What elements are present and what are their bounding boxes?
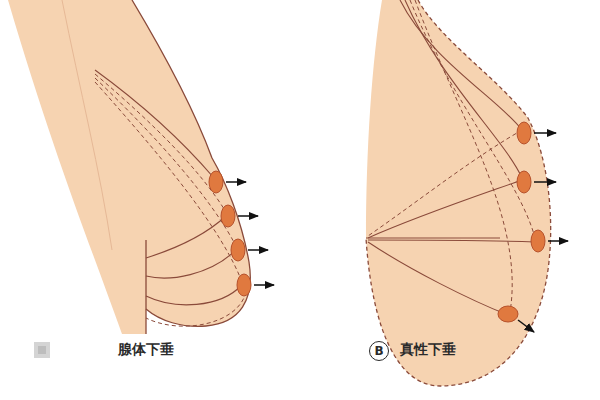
figure-caption: 腺体下垂 [118,341,174,358]
true-ptosis-figure [366,0,568,386]
figure-letter: B [369,341,389,361]
glandular-ptosis-figure [8,0,274,358]
figure-caption: 真性下垂 [400,341,456,358]
